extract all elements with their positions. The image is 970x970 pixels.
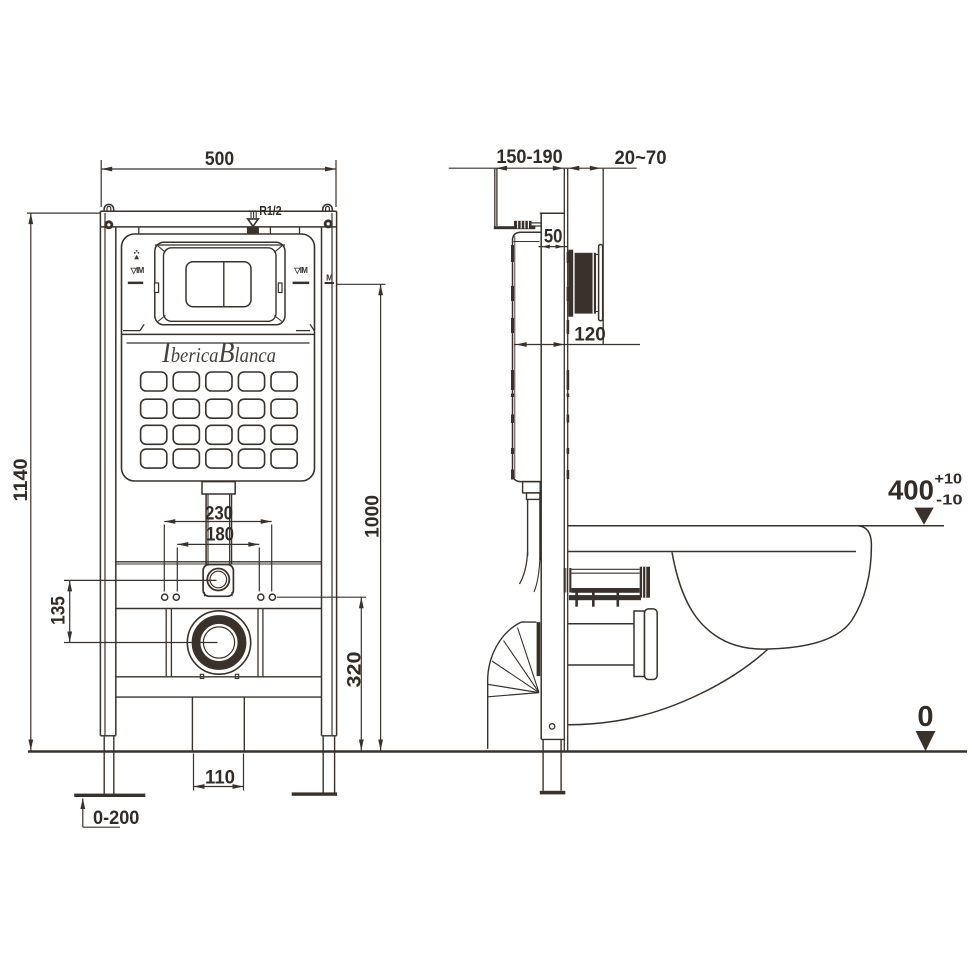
svg-text:▽IM: ▽IM <box>293 266 307 275</box>
svg-text:180: 180 <box>206 524 234 546</box>
svg-text:-10: -10 <box>936 493 963 509</box>
svg-text:▽IM: ▽IM <box>130 266 144 275</box>
svg-text:+10: +10 <box>935 472 963 488</box>
svg-text:150-190: 150-190 <box>496 146 562 168</box>
svg-text:IbericaBlanca: IbericaBlanca <box>161 336 276 369</box>
svg-text:1140: 1140 <box>10 458 32 501</box>
svg-text:320: 320 <box>344 651 366 687</box>
svg-text:R1/2: R1/2 <box>259 204 281 218</box>
svg-text:1000: 1000 <box>362 495 384 538</box>
svg-text:400: 400 <box>888 475 934 506</box>
svg-text:M: M <box>326 273 333 282</box>
svg-text:20~70: 20~70 <box>615 147 667 169</box>
svg-text:135: 135 <box>48 596 70 625</box>
svg-text:0: 0 <box>917 701 933 733</box>
svg-text:120: 120 <box>574 324 606 346</box>
svg-text:110: 110 <box>205 767 235 789</box>
svg-text:230: 230 <box>205 503 233 525</box>
svg-text:50: 50 <box>544 226 563 248</box>
svg-text:0-200: 0-200 <box>93 807 140 829</box>
svg-text:500: 500 <box>205 148 234 170</box>
